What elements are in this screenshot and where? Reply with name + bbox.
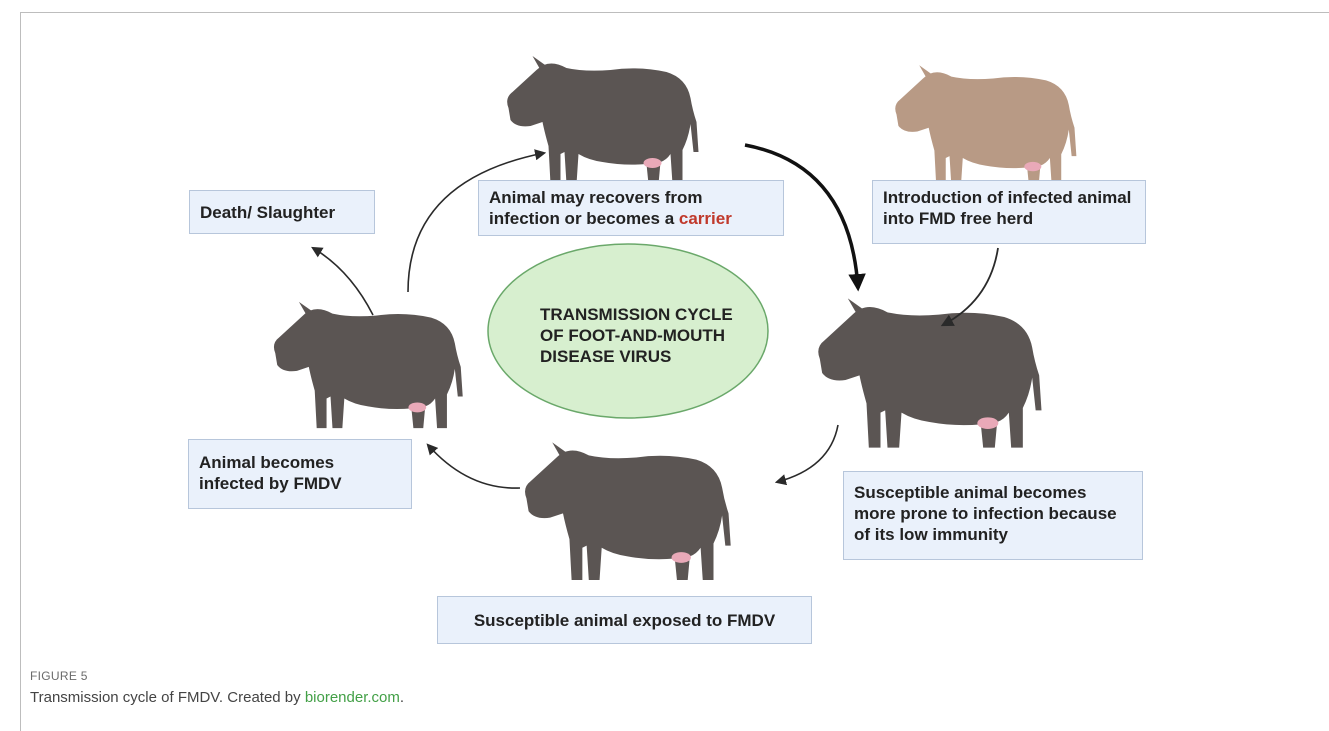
biorender-link[interactable]: biorender.com: [304, 689, 400, 706]
infected-box-text: Animal becomes infected by FMDV: [199, 453, 342, 493]
exposed-box-text: Susceptible animal exposed to FMDV: [473, 611, 776, 630]
caption-text: Transmission cycle of FMDV. Created by: [30, 689, 305, 706]
center-title: TRANSMISSION CYCLE OF FOOT-AND-MOUTH DIS…: [540, 304, 780, 367]
recover-box-text: Animal may recovers from infection or be…: [489, 188, 703, 228]
figure-frame-left: [20, 12, 21, 731]
arrow-icon: [311, 246, 374, 316]
figure-frame-top: [20, 12, 1329, 13]
susceptible-prone-box: Susceptible animal becomes more prone to…: [843, 471, 1143, 560]
center-title-line: OF FOOT-AND-MOUTH: [540, 326, 726, 345]
arrow-icon: [407, 149, 547, 293]
susceptible-prone-box-text: Susceptible animal becomes more prone to…: [854, 483, 1117, 544]
carrier-highlight: carrier: [678, 209, 732, 228]
introduction-box-text: Introduction of infected animal into FMD…: [883, 188, 1132, 228]
arrow-icon: [774, 424, 839, 486]
death-box-text: Death/ Slaughter: [200, 203, 336, 222]
center-ellipse: [487, 243, 769, 419]
exposed-box: Susceptible animal exposed to FMDV: [437, 596, 812, 644]
figure-label: FIGURE 5: [30, 669, 88, 683]
introduction-box: Introduction of infected animal into FMD…: [872, 180, 1146, 244]
figure-caption: Transmission cycle of FMDV. Created by b…: [30, 689, 404, 706]
arrow-icon: [426, 443, 521, 489]
cow-icon: [818, 298, 1042, 448]
arrow-icon: [940, 247, 999, 327]
cow-icon: [273, 301, 463, 429]
center-title-line: DISEASE VIRUS: [540, 347, 672, 366]
caption-end: .: [399, 689, 405, 706]
cow-icon: [525, 442, 731, 581]
arrow-icon: [744, 143, 866, 292]
cow-icon: [895, 65, 1077, 187]
death-box: Death/ Slaughter: [189, 190, 375, 234]
center-title-line: TRANSMISSION CYCLE: [540, 305, 733, 324]
infected-box: Animal becomes infected by FMDV: [188, 439, 412, 509]
recover-box: Animal may recovers from infection or be…: [478, 180, 784, 236]
cow-icon: [507, 56, 699, 184]
